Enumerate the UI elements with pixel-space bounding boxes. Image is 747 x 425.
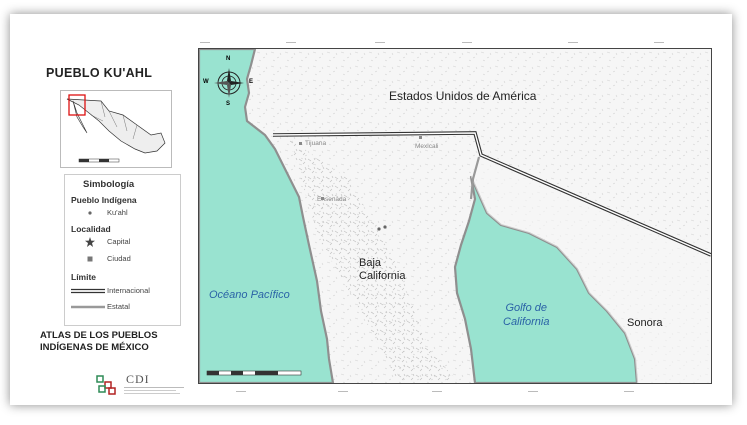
pacific-label: Océano Pacífico xyxy=(209,289,290,301)
cdi-emblem-icon xyxy=(96,375,116,395)
cdi-logo: CDI xyxy=(96,370,196,398)
compass-s-label: S xyxy=(226,101,231,107)
map-title: PUEBLO KU'AHL xyxy=(46,66,153,80)
inset-map-mexico xyxy=(60,90,172,168)
sonora-label: Sonora xyxy=(627,317,663,329)
mexicali-label: Mexicali xyxy=(415,143,439,150)
pueblo-item: Ku'ahl xyxy=(107,208,128,217)
tijuana-marker xyxy=(299,142,302,145)
symbology-title: Simbología xyxy=(83,179,135,190)
ciudad-square-icon xyxy=(87,256,93,262)
ensenada-label: Ensenada xyxy=(317,196,347,203)
usa-label: Estados Unidos de América xyxy=(389,89,537,103)
gulf-line-2: California xyxy=(503,316,550,328)
capital-star-icon xyxy=(85,237,95,247)
pueblo-header: Pueblo Indígena xyxy=(71,195,137,205)
tijuana-label: Tijuana xyxy=(305,140,327,147)
map-graphic xyxy=(199,49,711,383)
pacific-ocean xyxy=(199,49,335,383)
scale-bar xyxy=(206,370,302,376)
state-line-icon xyxy=(71,305,105,309)
atlas-line-2: INDÍGENAS DE MÉXICO xyxy=(40,342,149,353)
atlas-line-1: ATLAS DE LOS PUEBLOS xyxy=(40,330,158,341)
localidad-header: Localidad xyxy=(71,224,111,234)
compass-rose: N S W E xyxy=(203,56,253,107)
compass-icon xyxy=(214,68,244,98)
internacional-label: Internacional xyxy=(107,286,150,295)
limite-header: Límite xyxy=(71,272,97,282)
baja-line-1: Baja xyxy=(359,257,382,269)
international-line-icon xyxy=(71,288,105,294)
legend-panel: PUEBLO KU'AHL Simbología Pueblo Indígena… xyxy=(30,56,190,395)
symbology-box: Simbología Pueblo Indígena Ku'ahl Locali… xyxy=(64,174,181,326)
pueblo-symbol-icon xyxy=(88,211,92,215)
compass-w-label: W xyxy=(203,79,209,85)
gulf-label: Golfo de California xyxy=(503,301,549,329)
cdi-label: CDI xyxy=(126,372,150,386)
mexicali-marker xyxy=(419,136,422,139)
compass-e-label: E xyxy=(249,79,254,85)
inset-map-graphic xyxy=(61,91,171,167)
state-border xyxy=(469,156,481,200)
ciudad-label: Ciudad xyxy=(107,254,131,263)
baja-line-2: California xyxy=(359,270,406,282)
capital-label: Capital xyxy=(107,237,131,246)
baja-california-label: Baja California xyxy=(359,257,405,283)
ensenada-marker xyxy=(321,197,324,200)
inset-highlight xyxy=(68,94,86,116)
kuahl-community-marker xyxy=(383,225,387,229)
atlas-title: ATLAS DE LOS PUEBLOS INDÍGENAS DE MÉXICO xyxy=(40,330,200,354)
gulf-line-1: Golfo de xyxy=(505,302,548,314)
estatal-label: Estatal xyxy=(107,302,130,311)
compass-n-label: N xyxy=(226,56,231,62)
map-area: N S W E Estados Unidos de América Tijuan… xyxy=(198,48,712,384)
kuahl-community-marker xyxy=(377,227,381,231)
